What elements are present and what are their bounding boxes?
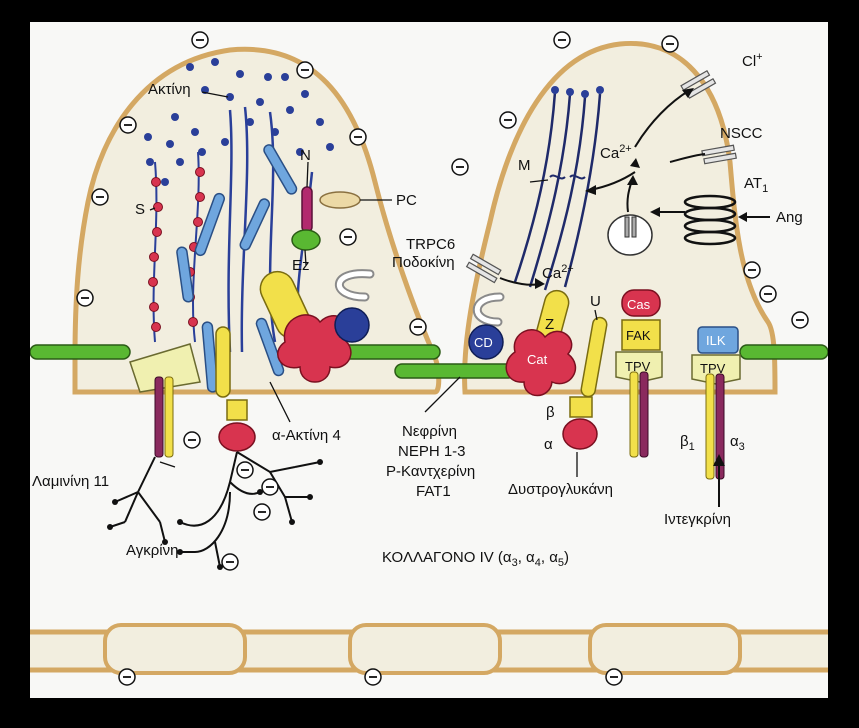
catenin-left [277, 314, 352, 383]
nscc-channel [701, 144, 737, 165]
label-beta1: β1 [680, 433, 695, 453]
label-cd: CD [474, 335, 493, 350]
alpha-dystroglycan [562, 418, 598, 450]
tpv-box-2 [691, 354, 741, 385]
label-s: S [135, 201, 145, 218]
negative-charge-markers [76, 31, 809, 686]
label-ilk: ILK [706, 333, 726, 348]
label-ang: Ang [776, 209, 803, 226]
label-nephrin-2: ΝΕΡΗ 1-3 [398, 443, 466, 460]
label-cas: Cas [627, 297, 651, 312]
catenin-right [505, 329, 577, 397]
n-protein [301, 186, 313, 233]
cd2ap-left [334, 307, 370, 343]
alpha-dystroglycan-left [218, 422, 256, 452]
label-integrin: Ιντεγκρίνη [664, 511, 731, 528]
cas-box [621, 289, 661, 317]
label-laminin: Λαμινίνη 11 [32, 473, 109, 490]
label-beta: β [546, 404, 555, 421]
alpha-actinin-rods [176, 144, 298, 393]
label-actin: Ακτίνη [148, 81, 191, 98]
podocalyxin [319, 191, 361, 209]
myosin-filaments [513, 91, 602, 291]
signal-arrows [499, 89, 770, 286]
label-cat: Cat [527, 352, 548, 367]
label-nephrin-3: P-Καντχερίνη [386, 463, 475, 480]
beta-dystroglycan-left [226, 399, 248, 421]
cl-channel [680, 69, 717, 99]
foot-process-lower-3 [588, 623, 742, 675]
trpc6-channel [465, 253, 502, 284]
label-alpha-actinin: α-Ακτίνη 4 [272, 427, 341, 444]
ilk-box [697, 326, 739, 354]
slit-diaphragm [30, 344, 828, 379]
lower-cell-layer [30, 623, 828, 675]
label-ca-lower: Ca2+ [542, 263, 574, 282]
label-ca-upper: Ca2+ [600, 143, 632, 162]
label-tpv-1: TPV [625, 359, 651, 374]
label-at1: AT1 [744, 175, 768, 195]
vesicle [607, 214, 653, 256]
label-nephrin-1: Νεφρίνη [402, 423, 457, 440]
dystroglycan-rod-left [215, 326, 231, 398]
foot-process-lower-2 [348, 623, 502, 675]
beta-dystroglycan [569, 396, 593, 418]
label-cl: Cl+ [742, 51, 763, 70]
label-trpc6: TRPC6 [406, 236, 455, 253]
leader-lines [149, 91, 598, 477]
label-m: M [518, 157, 531, 174]
cd2ap-right [468, 324, 504, 360]
label-alpha3: α3 [730, 433, 745, 453]
label-tpv-2: TPV [700, 361, 726, 376]
label-collagen: ΚΟΛΛΑΓΟΝΟ IV (α3, α4, α5) [382, 549, 569, 569]
label-z: Z [545, 316, 554, 333]
diagram-canvas: Ακτίνη S N Ez PC M TRPC6 Ποδοκίνη Ca2+ C… [30, 22, 828, 698]
label-nscc: NSCC [720, 125, 763, 142]
label-pc: PC [396, 192, 417, 209]
laminin-anchor [129, 343, 201, 393]
label-alpha: α [544, 436, 553, 453]
label-u: U [590, 293, 601, 310]
fak-box [621, 319, 661, 351]
actin-dots [144, 58, 334, 186]
label-agrin: Αγκρίνη [126, 542, 178, 559]
at1-receptor [683, 194, 737, 246]
label-nephrin-4: FAT1 [416, 483, 451, 500]
ezrin [291, 229, 321, 251]
label-fak: FAK [626, 328, 651, 343]
label-podocin: Ποδοκίνη [392, 254, 455, 271]
foot-process-lower-1 [103, 623, 247, 675]
label-ez: Ez [292, 257, 310, 274]
tpv-box-1 [615, 351, 663, 383]
label-dystroglycan: Δυστρογλυκάνη [508, 481, 613, 498]
label-n: N [300, 147, 311, 164]
podocyte-diagram: Ακτίνη S N Ez PC M TRPC6 Ποδοκίνη Ca2+ C… [30, 31, 828, 686]
